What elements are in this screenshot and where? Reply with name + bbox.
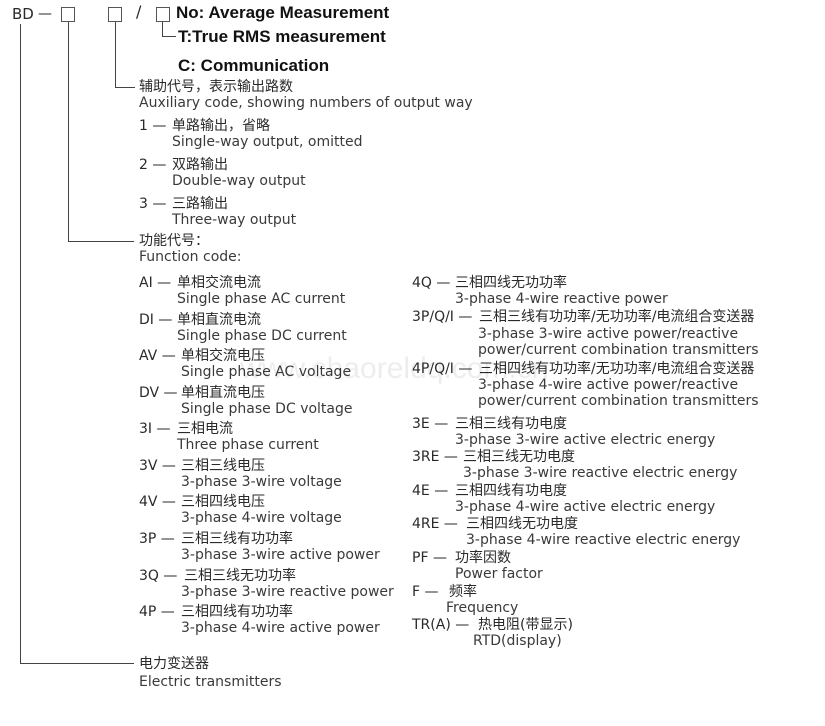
func-right-en-2: power/current combination transmitters [478, 393, 759, 409]
func-left-en: 3-phase 4-wire active power [181, 620, 380, 636]
func-right-code: TR(A) — [412, 617, 470, 633]
func-right-cn: 三相三线无功电度 [463, 449, 575, 465]
func-left-code: 4P — [139, 604, 175, 620]
no-average-label: No: Average Measurement [176, 3, 390, 22]
func-right-en: Power factor [455, 566, 543, 582]
func-left-cn: 三相四线有功功率 [181, 604, 293, 620]
func-right-cn: 功率因数 [455, 550, 511, 566]
func-right-en: Frequency [446, 600, 519, 616]
func-right-code: 4P/Q/I — [412, 361, 473, 377]
aux-item-cn: 单路输出，省略 [172, 118, 270, 134]
connector-prefix-horizontal [20, 663, 134, 664]
func-right-en: 3-phase 3-wire active electric energy [455, 432, 716, 448]
aux-title-en: Auxiliary code, showing numbers of outpu… [139, 95, 473, 111]
func-right-en: 3-phase 4-wire active power/reactive [478, 377, 739, 393]
func-right-code: 3E — [412, 416, 449, 432]
func-right-cn: 三相四线无功电度 [466, 516, 578, 532]
aux-item-en: Three-way output [172, 212, 297, 228]
func-right-en: RTD(display) [473, 633, 562, 649]
connector-aux-vertical [115, 22, 116, 88]
func-right-en: 3-phase 3-wire active power/reactive [478, 326, 739, 342]
connector-aux-horizontal [115, 87, 135, 88]
func-left-en: 3-phase 3-wire active power [181, 547, 380, 563]
aux-item-cn: 双路输出 [172, 157, 228, 173]
func-right-cn: 频率 [449, 584, 477, 600]
func-left-en: Single phase DC current [177, 328, 347, 344]
connector-func-vertical [68, 22, 69, 242]
func-title-en: Function code: [139, 249, 242, 265]
transmitter-cn: 电力变送器 [139, 656, 209, 672]
func-left-cn: 三相三线电压 [181, 458, 265, 474]
func-right-code: F — [412, 584, 439, 600]
aux-item-code: 1 — [139, 118, 167, 134]
func-left-en: 3-phase 3-wire voltage [181, 474, 342, 490]
func-left-cn: 单相直流电压 [181, 385, 265, 401]
communication-label: C: Communication [178, 56, 330, 75]
aux-item-en: Double-way output [172, 173, 306, 189]
prefix-dash: — [38, 6, 52, 22]
func-right-cn: 三相四线有功电度 [455, 483, 567, 499]
watermark: www.chaoreldq.com.cn [240, 352, 549, 385]
func-right-en: 3-phase 4-wire reactive power [455, 291, 668, 307]
func-title-cn: 功能代号： [139, 233, 209, 249]
func-right-cn: 三相三线有功电度 [455, 416, 567, 432]
func-left-code: 3Q — [139, 568, 178, 584]
code-box-2 [108, 7, 122, 22]
func-right-code: 3P/Q/I — [412, 309, 473, 325]
func-left-code: 3P — [139, 531, 175, 547]
func-right-code: PF — [412, 550, 447, 566]
func-left-en: Three phase current [177, 437, 319, 453]
func-right-code: 4RE — [412, 516, 458, 532]
func-left-cn: 三相三线无功功率 [184, 568, 296, 584]
func-left-cn: 单相交流电流 [177, 275, 261, 291]
func-right-en-2: power/current combination transmitters [478, 342, 759, 358]
true-rms-label: T:True RMS measurement [178, 27, 386, 46]
func-right-code: 3RE — [412, 449, 458, 465]
connector-t-vertical [162, 22, 163, 37]
func-left-code: AV — [139, 348, 176, 364]
transmitter-en: Electric transmitters [139, 674, 282, 690]
func-right-code: 4E — [412, 483, 449, 499]
func-right-cn: 三相四线无功功率 [455, 275, 567, 291]
func-left-cn: 三相四线电压 [181, 494, 265, 510]
func-left-code: DV — [139, 385, 178, 401]
code-slash: / [136, 2, 142, 21]
code-prefix: BD [12, 5, 34, 23]
func-right-cn: 热电阻(带显示) [478, 617, 573, 633]
func-right-en: 3-phase 4-wire active electric energy [455, 499, 716, 515]
func-left-en: Single phase DC voltage [181, 401, 353, 417]
func-left-en: Single phase AC current [177, 291, 346, 307]
aux-item-en: Single-way output, omitted [172, 134, 363, 150]
func-left-code: 3I — [139, 421, 171, 437]
connector-func-horizontal [68, 241, 134, 242]
func-left-en: Single phase AC voltage [181, 364, 352, 380]
func-right-cn: 三相三线有功功率/无功功率/电流组合变送器 [479, 309, 755, 325]
func-left-cn: 单相直流电流 [177, 312, 261, 328]
code-box-3 [156, 7, 170, 22]
aux-title-cn: 辅助代号，表示输出路数 [139, 79, 293, 95]
func-right-code: 4Q — [412, 275, 451, 291]
func-right-en: 3-phase 3-wire reactive electric energy [463, 465, 738, 481]
func-left-cn: 单相交流电压 [181, 348, 265, 364]
code-box-1 [61, 7, 75, 22]
aux-item-cn: 三路输出 [172, 196, 228, 212]
aux-item-code: 2 — [139, 157, 167, 173]
func-right-cn: 三相四线有功功率/无功功率/电流组合变送器 [479, 361, 755, 377]
connector-t-horizontal [162, 36, 176, 37]
func-left-code: AI — [139, 275, 172, 291]
aux-item-code: 3 — [139, 196, 167, 212]
func-left-code: DI — [139, 312, 173, 328]
connector-prefix-vertical [20, 24, 21, 664]
func-left-en: 3-phase 3-wire reactive power [181, 584, 394, 600]
func-left-code: 4V — [139, 494, 176, 510]
func-left-code: 3V — [139, 458, 176, 474]
func-left-cn: 三相三线有功功率 [181, 531, 293, 547]
func-left-en: 3-phase 4-wire voltage [181, 510, 342, 526]
func-left-cn: 三相电流 [177, 421, 233, 437]
func-right-en: 3-phase 4-wire reactive electric energy [466, 532, 741, 548]
